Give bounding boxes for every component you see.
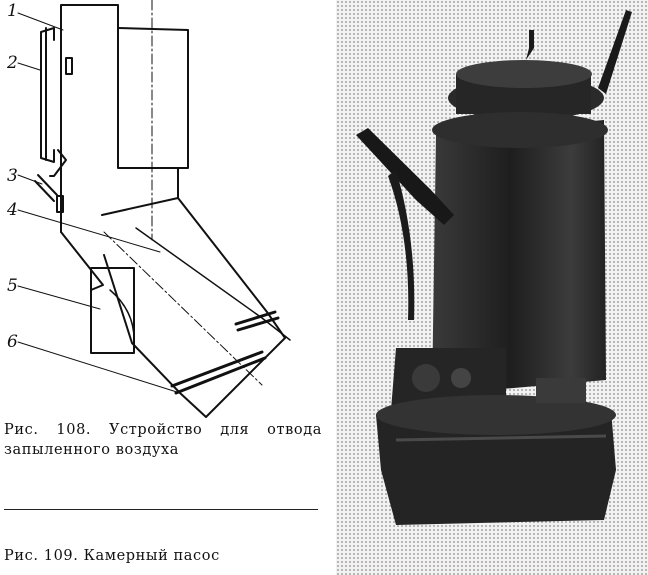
label-1: 1 (7, 1, 18, 21)
figure-109-caption: Рис. 109. Камерный пасос (4, 548, 220, 564)
device-body-outline (60, 4, 179, 233)
label-2: 2 (6, 53, 18, 73)
chamber-pump-photo (336, 0, 648, 575)
label-5: 5 (7, 276, 18, 296)
diagonal-duct-outline (101, 197, 286, 418)
figure-108-caption: Рис. 108. Устройство для отвода запыленн… (4, 422, 322, 458)
hose-clamp (40, 27, 67, 177)
label-4: 4 (6, 200, 18, 220)
label-3: 3 (7, 166, 18, 186)
separator-line (4, 509, 318, 510)
side-box-outline (117, 27, 189, 169)
label-6: 6 (7, 332, 18, 352)
flange-ring-upper (234, 310, 280, 332)
dust-air-exhaust-device-diagram: 1 2 3 4 5 6 (6, 0, 291, 418)
flange-ring-lower (170, 350, 267, 395)
outlet-box (90, 267, 135, 354)
